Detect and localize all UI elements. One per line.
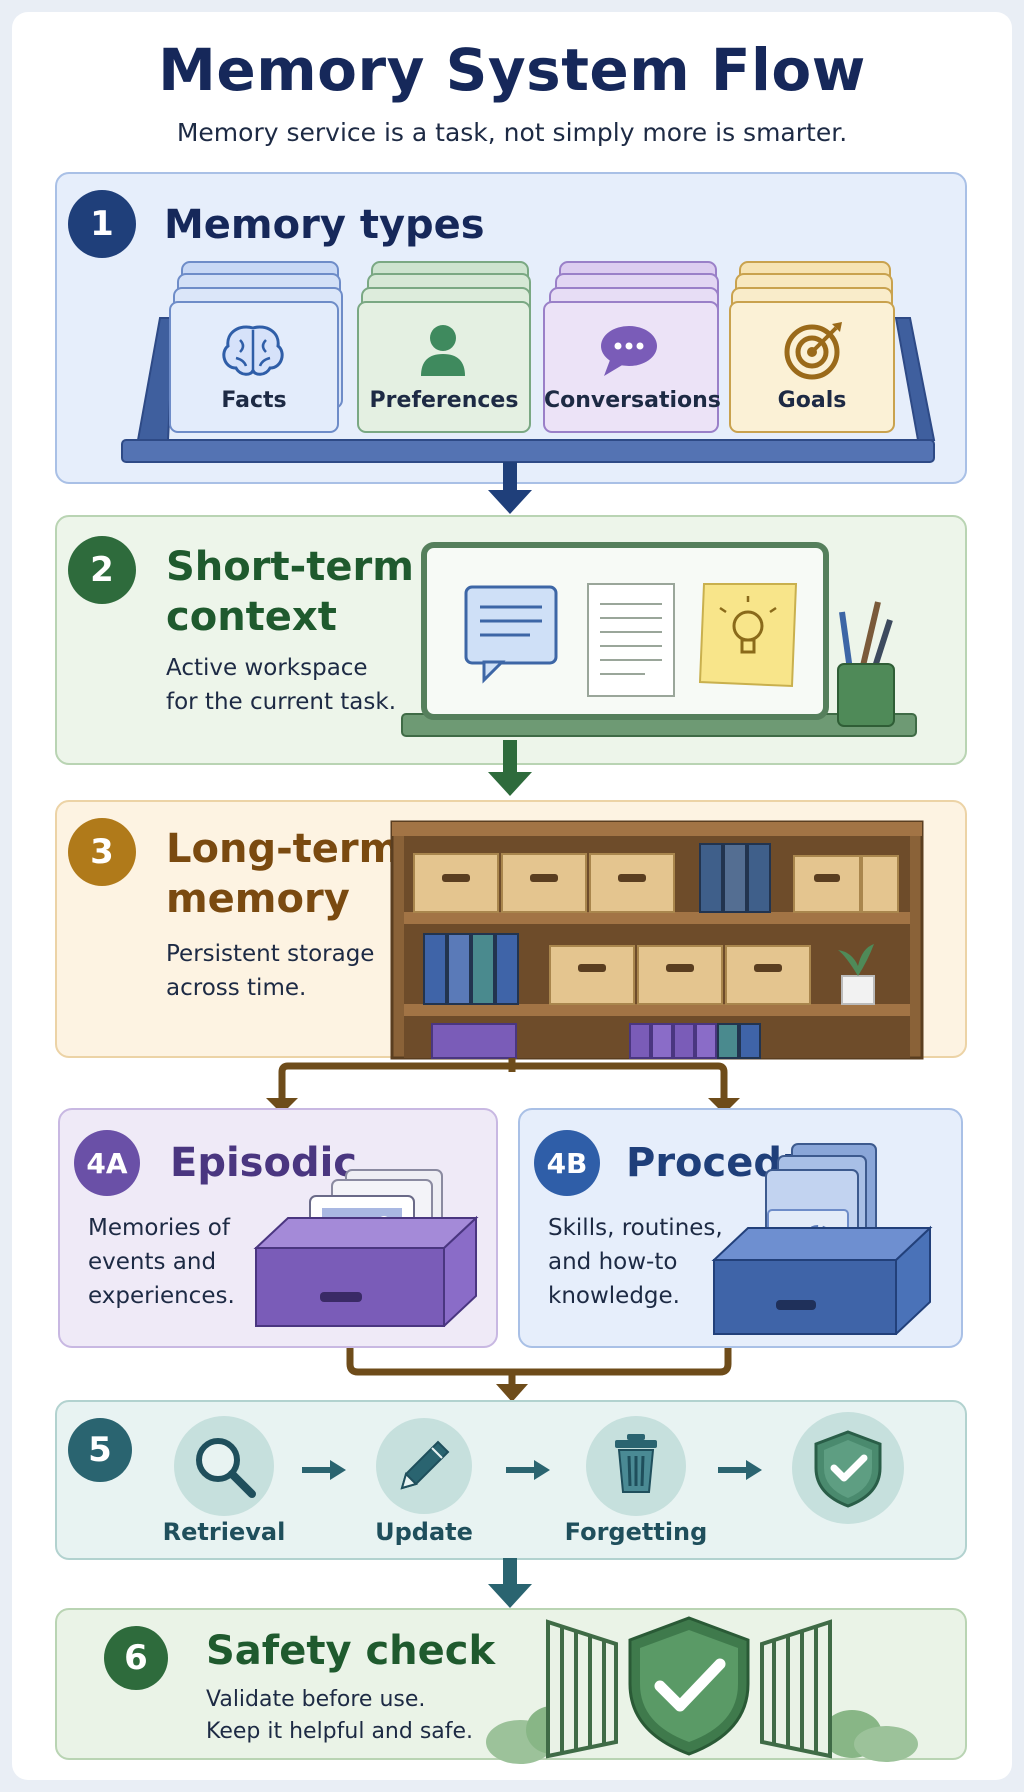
section-desc-long-term-line1: Persistent storage: [166, 941, 375, 967]
section-title-safety-check: Safety check: [206, 1628, 496, 1674]
section-desc-episodic-line2: events and: [88, 1249, 217, 1275]
shield-check-icon: [814, 1430, 882, 1508]
step-badge-4b: 4B: [534, 1130, 600, 1196]
section-title-short-term-line2: context: [166, 594, 337, 640]
page-subtitle: Memory service is a task, not simply mor…: [176, 118, 848, 147]
flow-branch-3-4: [266, 1058, 740, 1114]
section-desc-short-term-line1: Active workspace: [166, 655, 368, 681]
section-title-long-term-line1: Long-term: [166, 826, 401, 872]
page-title: Memory System Flow: [158, 36, 866, 104]
pencil-icon: [400, 1440, 450, 1490]
chat-bubble-icon: [601, 326, 657, 376]
step-badge-1: 1: [68, 190, 136, 258]
section-title-episodic: Episodic: [170, 1140, 358, 1186]
section-desc-safety-line1: Validate before use.: [206, 1687, 426, 1712]
section-title-short-term-line1: Short-term: [166, 544, 414, 590]
section-desc-procedural-line1: Skills, routines,: [548, 1215, 723, 1241]
section-title-long-term-line2: memory: [166, 876, 350, 922]
procedural-drawer-illustration: [711, 1143, 933, 1335]
magnifier-icon: [196, 1438, 256, 1498]
section-desc-procedural-line2: and how-to: [548, 1249, 678, 1275]
memory-card-facts: Facts: [221, 388, 287, 413]
storage-shelf-illustration: [390, 820, 924, 1060]
section-desc-procedural-line3: knowledge.: [548, 1283, 680, 1309]
person-icon: [421, 325, 465, 376]
target-icon: [784, 322, 842, 380]
trash-icon: [615, 1434, 657, 1493]
section-title-memory-types: Memory types: [164, 202, 485, 248]
flow-merge-4-5: [346, 1348, 732, 1402]
episodic-drawer-illustration: [253, 1169, 479, 1327]
section-desc-episodic-line3: experiences.: [88, 1283, 235, 1309]
brain-icon: [222, 325, 284, 376]
step-badge-4a: 4A: [74, 1130, 140, 1196]
operation-label-retrieval: Retrieval: [162, 1518, 286, 1546]
step-badge-5: 5: [68, 1418, 132, 1482]
operation-label-update: Update: [375, 1518, 473, 1546]
section-desc-episodic-line1: Memories of: [88, 1215, 230, 1241]
step-badge-6: 6: [104, 1626, 168, 1690]
flow-arrow-2-3: [488, 740, 532, 796]
memory-card-conversations: Conversations: [544, 388, 721, 413]
section-desc-short-term-line2: for the current task.: [166, 689, 396, 715]
step-badge-2: 2: [68, 536, 136, 604]
memory-shelf-illustration: [121, 261, 936, 463]
flow-arrow-5-6: [488, 1558, 532, 1608]
memory-card-preferences: Preferences: [369, 388, 519, 413]
memory-card-goals: Goals: [777, 388, 847, 413]
step-badge-3: 3: [68, 818, 136, 886]
section-desc-safety-line2: Keep it helpful and safe.: [206, 1719, 474, 1744]
operation-label-forgetting: Forgetting: [564, 1518, 708, 1546]
section-desc-long-term-line2: across time.: [166, 975, 307, 1001]
workspace-board-illustration: [401, 542, 917, 737]
flow-arrow-1-2: [488, 462, 532, 514]
